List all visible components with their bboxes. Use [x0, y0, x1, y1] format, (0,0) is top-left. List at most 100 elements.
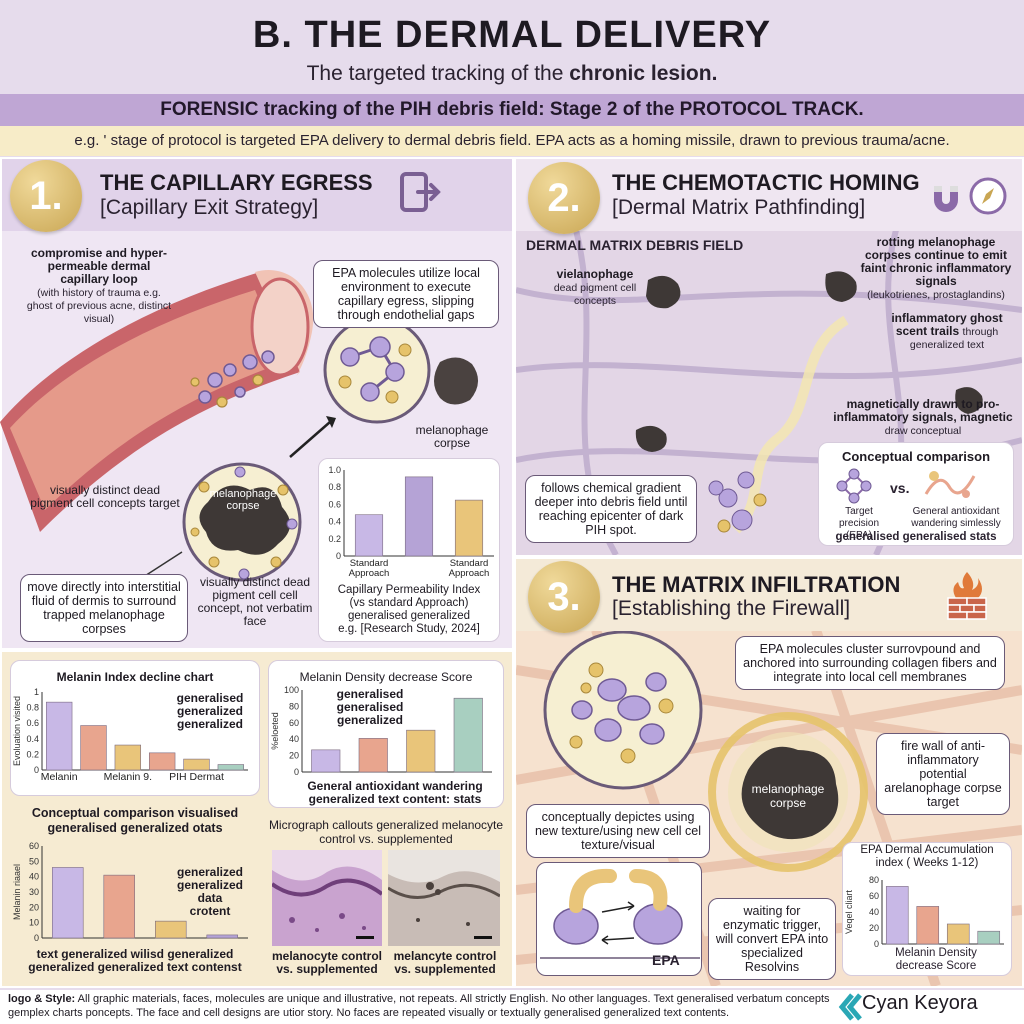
epa-label: EPA — [652, 952, 680, 968]
magnet-icon — [934, 186, 958, 212]
bar — [354, 514, 384, 557]
chart0-caption-sub: (vs standard Approach) — [349, 597, 469, 609]
bar — [148, 752, 176, 771]
chart2-caption: General antioxidant wandering generalize… — [307, 779, 483, 806]
y-tick-label: 0 — [336, 551, 341, 561]
panel3-number: 3. — [528, 561, 600, 633]
panel2-number: 2. — [528, 162, 600, 234]
y-tick-label: 0.8 — [26, 703, 39, 713]
x-tick-label: Standard — [450, 558, 489, 569]
micrograph-supplemented-image — [388, 850, 500, 946]
bar — [45, 701, 73, 771]
x-tick-label: Standard — [350, 558, 389, 569]
dermal-field-label: DERMAL MATRIX DEBRIS FIELD — [526, 237, 744, 253]
x-tick-label: Melanin — [41, 771, 78, 783]
ghost-bold: inflammatory ghost scent trails — [891, 311, 1003, 338]
y-tick-label: 0.4 — [26, 734, 39, 744]
bar — [454, 499, 484, 557]
y-tick-label: 80 — [289, 701, 299, 711]
note-dead-pigment: visually distinct dead pigment cell conc… — [30, 483, 180, 510]
bar — [155, 920, 187, 939]
banner: FORENSIC tracking of the PIH debris fiel… — [0, 94, 1024, 126]
panel3-subheading: [Establishing the Firewall] — [612, 597, 851, 620]
bar — [114, 744, 142, 771]
rotting-plain: (leukotrienes, prostaglandins) — [867, 289, 1005, 301]
rotting-bold: rotting melanophage corpses continue to … — [860, 235, 1012, 288]
chart1-legend-2: generalized — [176, 704, 244, 718]
y-tick-label: 20 — [289, 751, 299, 761]
footer-text: logo & Style: All graphic materials, fac… — [8, 992, 838, 1020]
y-tick-label: 20 — [869, 923, 879, 933]
compass-icon — [969, 177, 1007, 215]
bar — [946, 923, 970, 945]
box-move-directly: move directly into interstitial fluid of… — [20, 574, 188, 642]
bar — [453, 697, 483, 773]
brand-name: Cyan Keyora — [862, 992, 978, 1014]
brand-logo-icon — [838, 993, 862, 1021]
chart3-legend-1: generalized — [176, 865, 244, 879]
y-tick-label: 0 — [34, 933, 39, 943]
x-tick-label: Melanin 9. — [104, 771, 152, 783]
intro-strip: e.g. ' stage of protocol is targeted EPA… — [0, 126, 1024, 156]
bar — [358, 738, 388, 773]
bar — [51, 867, 84, 939]
chart3-legend-3: data — [197, 891, 223, 905]
bar — [977, 930, 1001, 945]
y-tick-label: 0.2 — [328, 534, 341, 544]
box-firewall: fire wall of anti-inflammatory potential… — [876, 733, 1010, 815]
panel3-header-bg — [516, 559, 1022, 631]
note-ghost-trails: inflammatory ghost scent trails through … — [880, 311, 1014, 352]
x-tick-label: PIH Dermat — [169, 771, 224, 783]
y-tick-label: 40 — [289, 734, 299, 744]
target-precision-icon — [836, 468, 872, 504]
chart2-legend: generalised generalised generalized — [330, 688, 410, 727]
subtitle-bold: chronic lesion. — [569, 62, 718, 85]
y-tick-label: 1 — [34, 687, 39, 697]
y-tick-label: 50 — [29, 856, 39, 866]
note-visually-distinct: visually distinct dead pigment cell cell… — [197, 575, 313, 628]
micrograph-control-image — [272, 850, 382, 946]
bar — [183, 758, 210, 771]
panel1-subheading: [Capillary Exit Strategy] — [100, 196, 319, 219]
page-subtitle: The targeted tracking of the chronic les… — [0, 62, 1024, 86]
y-tick-label: 0.6 — [328, 499, 341, 509]
chart1-title: Melanin Index decline chart — [56, 670, 214, 684]
chart1-legend-3: generalized — [176, 717, 244, 731]
y-tick-label: 0.8 — [328, 482, 341, 492]
y-tick-label: 10 — [29, 918, 39, 928]
label-melanophage-corpse-center: melanophage corpse — [209, 488, 277, 512]
page-title: B. THE DERMAL DELIVERY — [252, 14, 772, 56]
x-tick-label: Approach — [349, 568, 390, 579]
chart3-title: Conceptual comparison visualised general… — [31, 806, 239, 835]
chart2-legend-1: generalised — [336, 687, 404, 701]
chart4-title: EPA Dermal Accumulation index ( Weeks 1-… — [860, 844, 994, 869]
label-melanophage-corpse-small: melanophage corpse — [415, 423, 489, 450]
bar — [404, 476, 434, 557]
subtitle-plain: The targeted tracking of the — [306, 62, 570, 85]
epa-conversion-illustration — [540, 868, 700, 959]
note-capillary-bold: compromise and hyper-permeable dermal ca… — [30, 246, 168, 286]
exit-door-icon — [400, 172, 441, 212]
y-tick-label: 40 — [869, 907, 879, 917]
bar — [885, 886, 909, 945]
footer-body: All graphic materials, faces, molecules … — [8, 993, 830, 1019]
y-axis-label: Melanin riaael — [12, 864, 22, 920]
box-epa-cluster: EPA molecules cluster surrovpound and an… — [735, 636, 1005, 690]
chart3-caption: text generalized wilisd generalized gene… — [28, 947, 242, 974]
micro-left-caption: melanocyte control vs. supplemented — [271, 949, 383, 976]
y-tick-label: 0 — [294, 767, 299, 777]
label-melanophage-corpse-p3: melanophage corpse — [751, 782, 825, 810]
y-tick-label: 30 — [29, 887, 39, 897]
bar — [206, 934, 239, 939]
chart0-caption: Capillary Permeability Index (vs standar… — [318, 584, 500, 636]
y-tick-label: 100 — [284, 685, 299, 695]
y-tick-label: 0 — [34, 765, 39, 775]
note-vielanophage: vielanophage dead pigment cell concepts — [540, 268, 650, 308]
firewall-icon — [947, 572, 987, 620]
chart3-legend-4: crotent — [189, 904, 231, 918]
note-magnetic: magnetically drawn to pro-inflammatory s… — [830, 398, 1016, 438]
x-tick-label: Approach — [449, 568, 490, 579]
chart3-legend: generalized generalized data crotent — [170, 866, 250, 918]
